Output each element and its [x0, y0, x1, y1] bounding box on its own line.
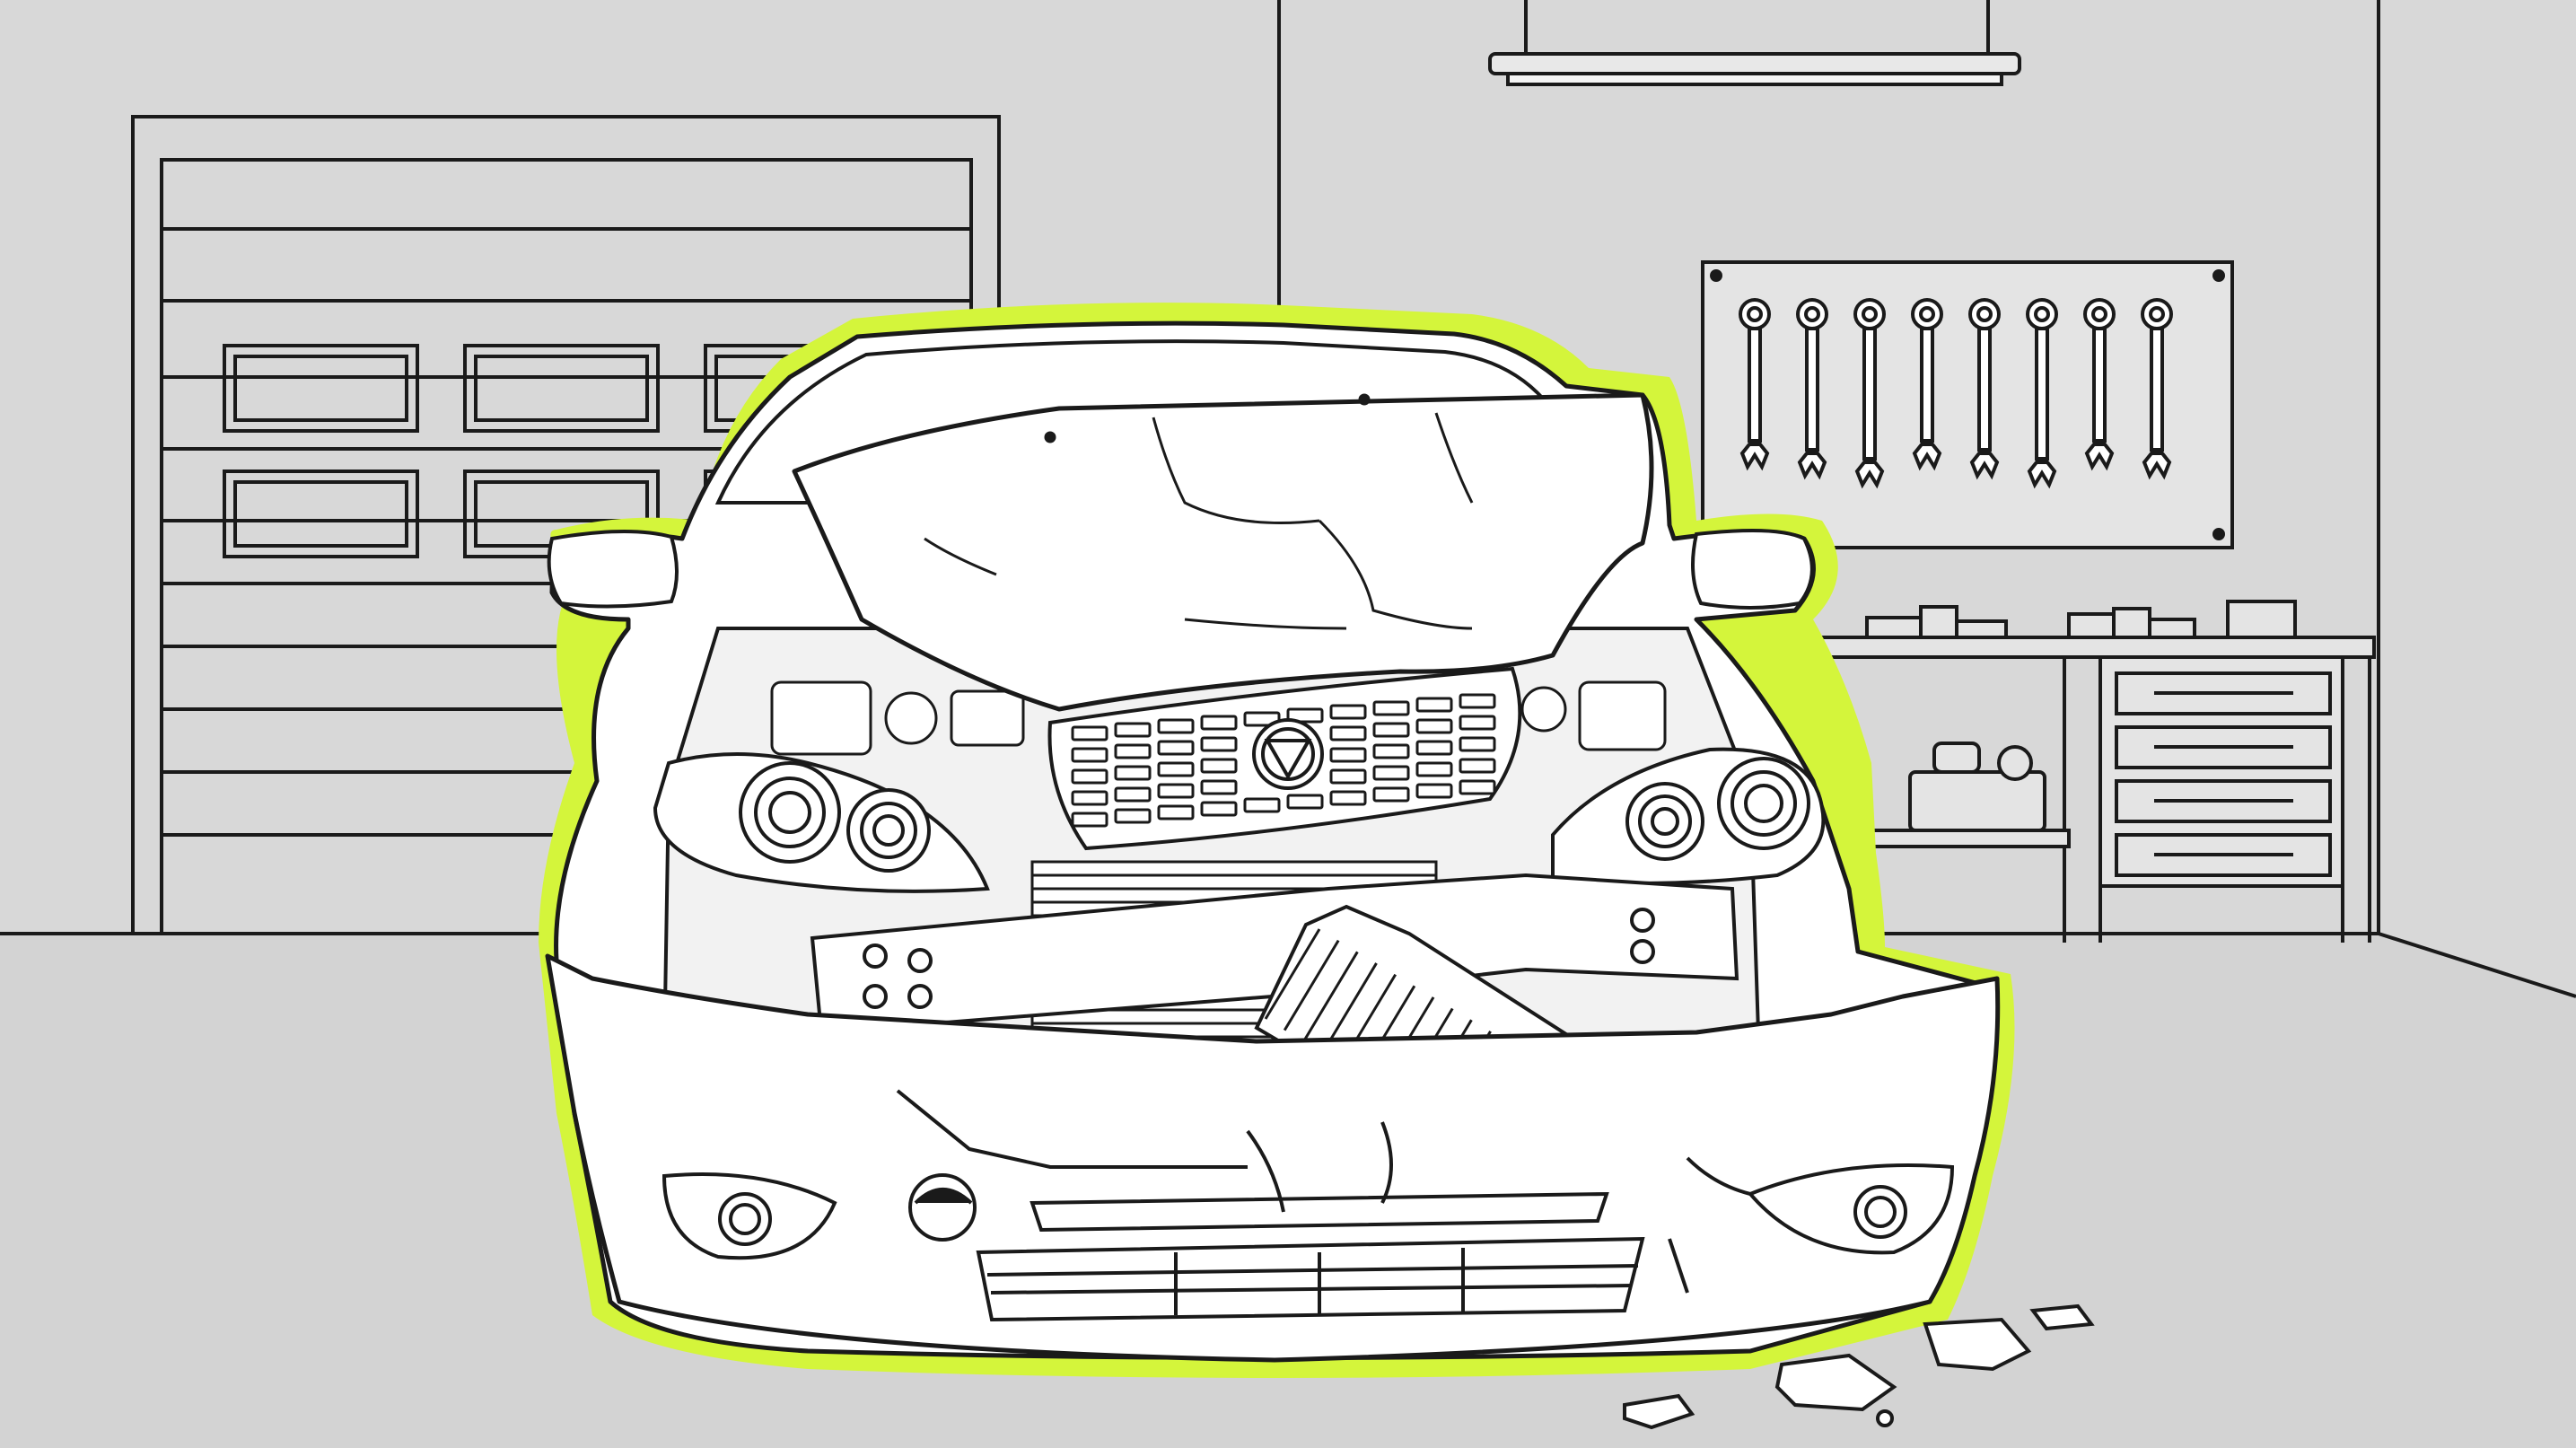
radiator-fin — [1264, 928, 1321, 1020]
grille-slat — [1200, 758, 1238, 774]
hood-creases — [924, 393, 1474, 630]
grille-slat — [1243, 797, 1281, 813]
grille-slat — [1459, 758, 1496, 774]
grille-slat — [1459, 715, 1496, 731]
wrench-icon — [2141, 298, 2173, 480]
grille-slat — [1329, 790, 1367, 806]
grille-slat — [1200, 715, 1238, 731]
grille-slat — [1114, 722, 1152, 738]
grille-slat — [1071, 812, 1108, 828]
debris-piece — [1623, 1393, 1695, 1430]
wrench-icon — [2026, 298, 2058, 489]
wrench-icon — [1739, 298, 1771, 471]
grille-slat — [1071, 790, 1108, 806]
debris-piece — [1774, 1353, 1897, 1412]
grille-slat — [1157, 740, 1195, 756]
grille-slat — [1415, 761, 1453, 777]
debris-piece — [1923, 1317, 2032, 1372]
grille-slat — [1157, 804, 1195, 821]
grille-slat — [1415, 718, 1453, 734]
grille-slat — [1071, 768, 1108, 785]
grille-slat — [1459, 736, 1496, 752]
grille-slat — [1415, 783, 1453, 799]
grille-slat — [1415, 740, 1453, 756]
wrench-icon — [1796, 298, 1828, 480]
radiator-fin — [1302, 951, 1359, 1043]
grille-slat — [1157, 783, 1195, 799]
wrench-icon — [1911, 298, 1943, 471]
floor-corner-line — [2378, 932, 2576, 998]
grille-slat — [1114, 808, 1152, 824]
grille-slat — [1200, 801, 1238, 817]
debris-piece — [2029, 1303, 2095, 1331]
wrench-icon — [1968, 298, 2001, 480]
bumper-beam — [810, 873, 1739, 1035]
grille-slat — [1459, 779, 1496, 795]
grille-slat — [1372, 786, 1410, 803]
grille-slat — [1415, 697, 1453, 713]
wrench-icon — [2083, 298, 2116, 471]
grille-slat — [1286, 794, 1324, 810]
grille-slat — [1200, 736, 1238, 752]
brand-emblem — [1252, 718, 1324, 790]
grille-slat — [1157, 761, 1195, 777]
mirror-right — [1691, 529, 1814, 610]
grille-slat — [1114, 743, 1152, 759]
wrecked-car — [539, 303, 2015, 1379]
grille-slat — [1329, 725, 1367, 742]
grille-slat — [1372, 700, 1410, 716]
grille-slat — [1372, 765, 1410, 781]
ceiling-lamp — [1488, 0, 2021, 86]
grille-slat — [1243, 711, 1281, 727]
workbench — [1748, 600, 2376, 943]
debris — [1623, 1303, 2095, 1430]
grille-slat — [1459, 693, 1496, 709]
grille-slat — [1329, 704, 1367, 720]
debris-piece — [1876, 1409, 1894, 1427]
grille-slats — [1071, 693, 1496, 828]
crumpled-hood — [792, 392, 1654, 712]
grille-slat — [1114, 786, 1152, 803]
grille-slat — [1329, 768, 1367, 785]
headlight-right — [1551, 747, 1826, 885]
grille-slat — [1286, 707, 1324, 724]
grille-slat — [1114, 765, 1152, 781]
wrench-set — [1739, 298, 2173, 489]
bumper-details — [662, 1089, 1955, 1322]
grille-slat — [1200, 779, 1238, 795]
grille-slat — [1329, 747, 1367, 763]
radiator-fin — [1283, 939, 1340, 1031]
grille-slat — [1372, 743, 1410, 759]
mirror-left — [547, 530, 679, 609]
grille-slat — [1372, 722, 1410, 738]
grille-slat — [1071, 747, 1108, 763]
grille-slat — [1071, 725, 1108, 742]
grille-slat — [1157, 718, 1195, 734]
headlight-left — [653, 752, 990, 893]
wrench-icon — [1853, 298, 1886, 489]
